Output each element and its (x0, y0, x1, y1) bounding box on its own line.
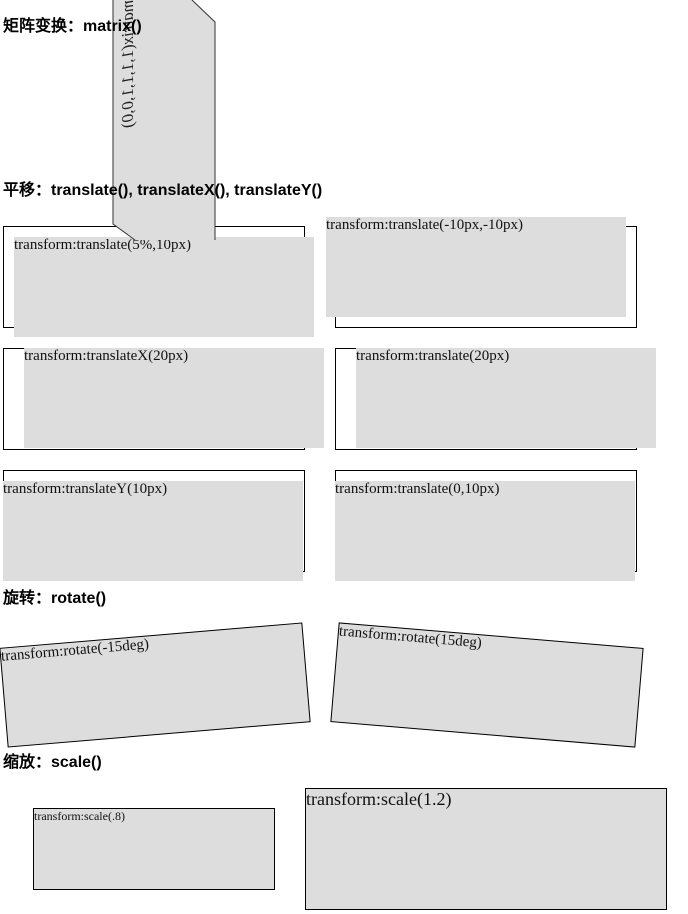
rotate-box: transform:rotate(-15deg) (0, 622, 311, 748)
translate-box: transform:translate(20px) (356, 348, 656, 448)
heading-rotate: 旋转：rotate() (3, 590, 107, 607)
translate-box: transform:translate(0,10px) (335, 481, 635, 581)
heading-matrix: 矩阵变换：matrix() (3, 18, 142, 35)
matrix-box (112, 0, 216, 241)
scale-box: transform:scale(.8) (33, 808, 275, 890)
heading-translate: 平移：translate(), translateX(), translateY… (3, 182, 323, 199)
heading-scale: 缩放：scale() (3, 754, 102, 771)
rotate-box: transform:rotate(15deg) (330, 622, 644, 748)
translate-box: transform:translateX(20px) (24, 348, 324, 448)
translate-box: transform:translate(5%,10px) (14, 237, 314, 337)
translate-box: transform:translateY(10px) (3, 481, 303, 581)
translate-box: transform:translate(-10px,-10px) (326, 217, 626, 317)
scale-box: transform:scale(1.2) (305, 788, 667, 910)
